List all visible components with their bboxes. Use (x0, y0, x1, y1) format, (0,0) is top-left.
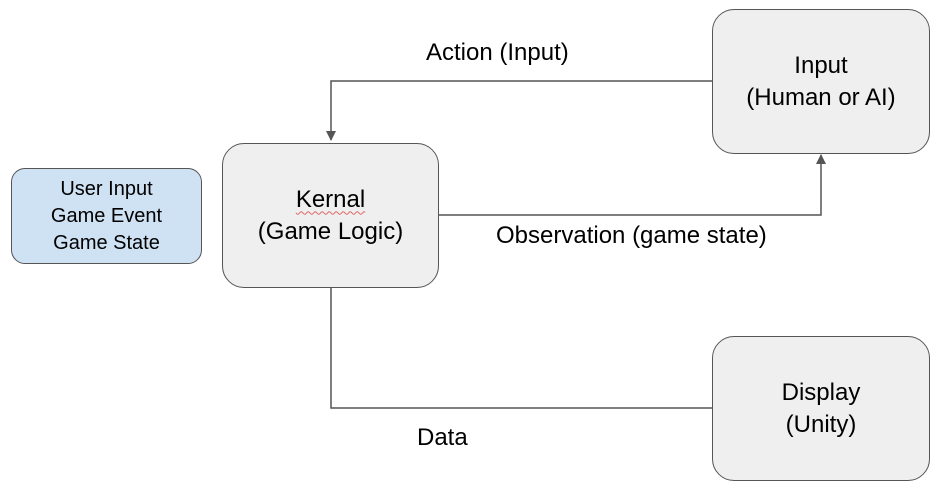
input-node: Input (Human or AI) (712, 9, 930, 154)
input-node-subtitle: (Human or AI) (746, 83, 896, 111)
action-connector (326, 80, 713, 141)
legend-box: User Input Game Event Game State (11, 168, 202, 264)
observation-connector (439, 154, 826, 216)
observation-edge-label: Observation (game state) (496, 222, 767, 249)
display-node: Display (Unity) (712, 336, 930, 481)
kernal-node: Kernal (Game Logic) (222, 143, 439, 288)
kernal-node-subtitle: (Game Logic) (257, 217, 404, 245)
display-node-subtitle: (Unity) (785, 410, 857, 438)
display-node-title: Display (781, 378, 861, 406)
kernal-node-title: Kernal (295, 185, 366, 213)
action-edge-label: Action (Input) (426, 39, 569, 66)
legend-line-game-state: Game State (53, 231, 160, 254)
legend-line-game-event: Game Event (50, 204, 163, 227)
data-connector (330, 288, 713, 409)
input-node-title: Input (794, 51, 848, 79)
legend-line-user-input: User Input (60, 177, 153, 200)
data-edge-label: Data (417, 424, 468, 451)
